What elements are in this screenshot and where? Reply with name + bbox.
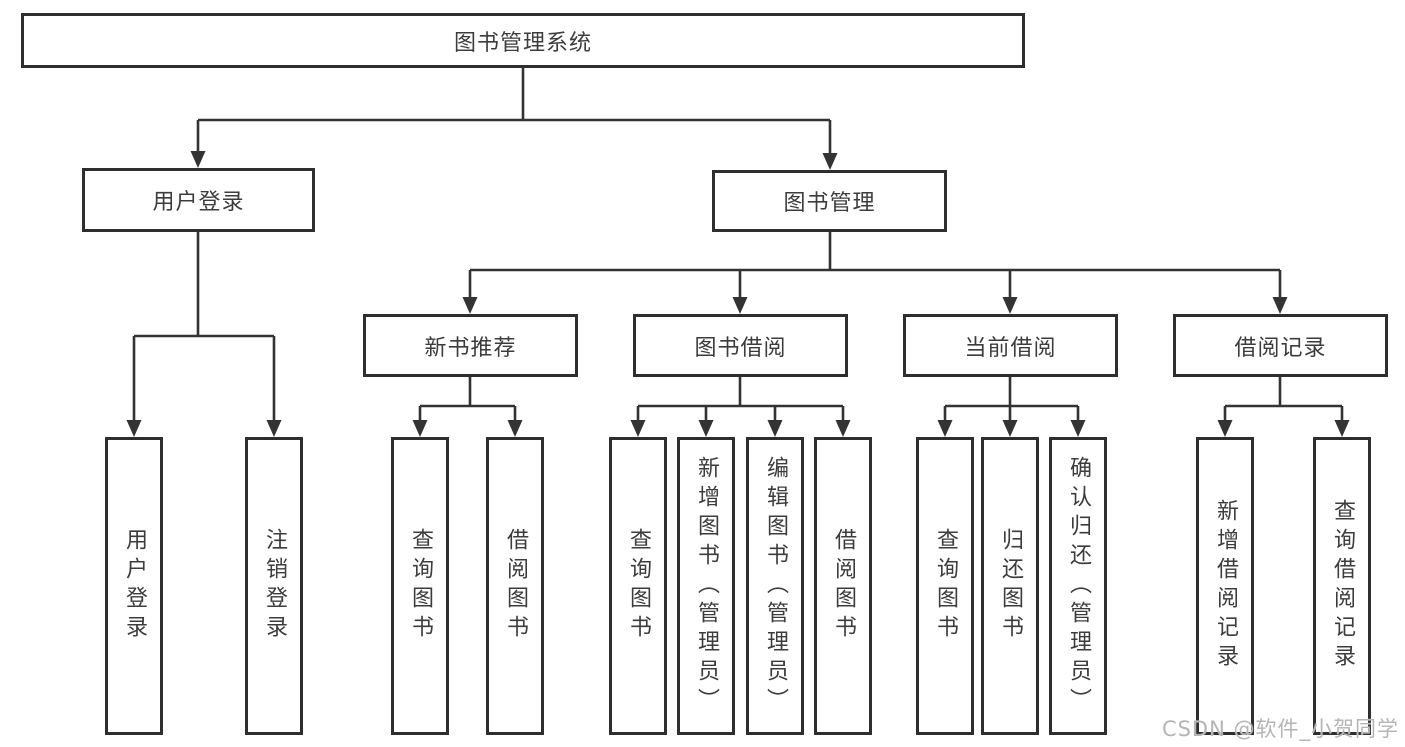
node-root-system: 图书管理系统 [21,13,1025,68]
leaf-add-borrow-record-label: 新增借阅记录 [1213,499,1238,673]
leaf-add-book-admin-label: 新增图书（管理员） [694,455,719,717]
leaf-confirm-return-admin: 确认归还（管理员） [1049,437,1107,735]
leaf-return-books-label: 归还图书 [998,528,1023,644]
leaf-user-login: 用户登录 [105,437,163,735]
leaf-query-books-recommend-label: 查询图书 [408,528,433,644]
leaf-borrow-books-recommend-label: 借阅图书 [503,528,528,644]
leaf-borrow-books-borrowing: 借阅图书 [814,437,872,735]
node-book-management: 图书管理 [712,170,947,232]
leaf-borrow-books-borrowing-label: 借阅图书 [831,528,856,644]
leaf-logout: 注销登录 [245,437,303,735]
leaf-edit-book-admin: 编辑图书（管理员） [746,437,804,735]
leaf-logout-label: 注销登录 [262,528,287,644]
node-current-borrowing: 当前借阅 [903,314,1118,377]
leaf-add-borrow-record: 新增借阅记录 [1196,437,1254,735]
node-new-book-recommend: 新书推荐 [363,314,578,377]
node-book-borrowing: 图书借阅 [633,314,848,377]
leaf-query-books-current: 查询图书 [916,437,974,735]
leaf-edit-book-admin-label: 编辑图书（管理员） [763,455,788,717]
watermark: CSDN @软件_小贺同学 [1161,717,1399,741]
leaf-user-login-label: 用户登录 [122,528,147,644]
leaf-return-books: 归还图书 [981,437,1039,735]
leaf-query-books-recommend: 查询图书 [391,437,449,735]
leaf-query-books-borrowing: 查询图书 [609,437,667,735]
leaf-query-borrow-record: 查询借阅记录 [1313,437,1371,735]
leaf-borrow-books-recommend: 借阅图书 [486,437,544,735]
leaf-confirm-return-admin-label: 确认归还（管理员） [1066,455,1091,717]
leaf-add-book-admin: 新增图书（管理员） [677,437,735,735]
leaf-query-borrow-record-label: 查询借阅记录 [1330,499,1355,673]
leaf-query-books-current-label: 查询图书 [933,528,958,644]
node-borrow-records: 借阅记录 [1173,314,1388,377]
node-user-login: 用户登录 [82,168,315,232]
leaf-query-books-borrowing-label: 查询图书 [626,528,651,644]
